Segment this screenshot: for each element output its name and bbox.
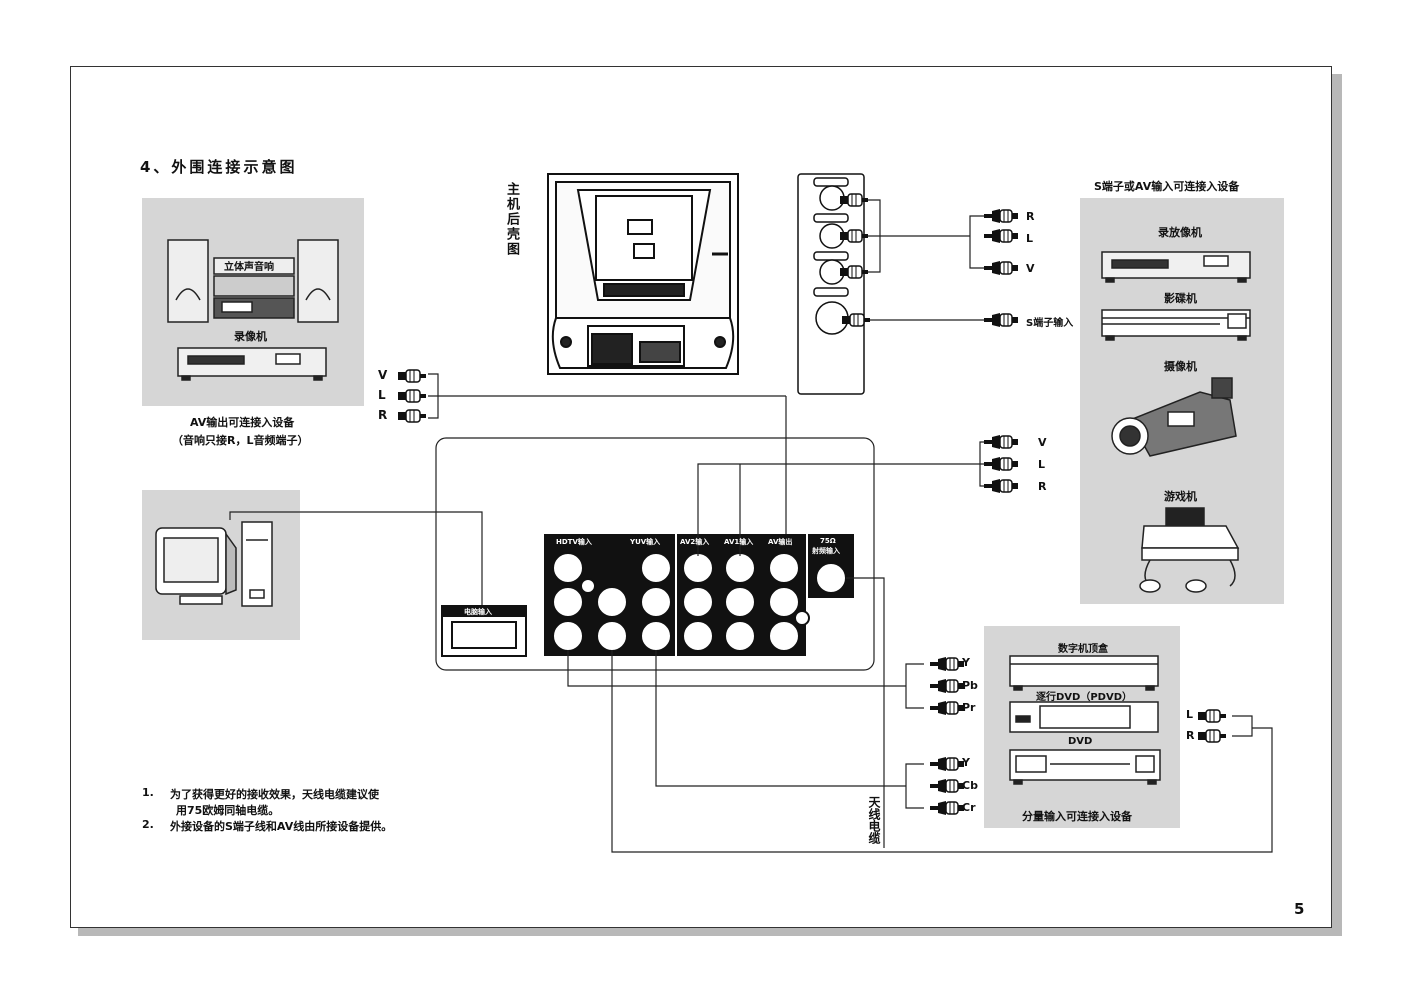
dvd-label: DVD [1068,736,1093,747]
yuv-cr: Cr [962,801,976,814]
side-plug-l: L [1026,232,1034,245]
board-label-rf-2: 射频输入 [812,547,840,555]
hdtv-pr: Pr [962,701,976,714]
av-output-caption-2: （音响只接R，L音频端子） [172,434,309,447]
side-av-panel [797,173,865,395]
camcorder-label: 摄像机 [1164,360,1197,373]
av-output-caption-1: AV输出可连接入设备 [190,416,295,429]
pc-input-box [441,605,527,657]
camcorder-icon [1111,377,1237,457]
av-input-plugs [983,434,1019,494]
hdtv-y: Y [962,656,970,669]
pc-cable [229,511,483,620]
dvd-player-icon [1009,749,1161,785]
board-label-pc: 电脑输入 [464,608,492,616]
board-label-hdtv: HDTV输入 [556,538,592,546]
av-output-plugs [397,369,427,423]
av-in-r: R [1038,480,1047,493]
progressive-dvd-icon [1009,701,1159,733]
av-input-cables [697,441,984,556]
note-2-num: 2. [142,818,154,831]
hdtv-pb: Pb [962,679,978,692]
game-console-label: 游戏机 [1164,490,1197,503]
note-1-line-2: 用75欧姆同轴电缆。 [176,804,280,817]
note-2-line-1: 外接设备的S端子线和AV线由所接设备提供。 [170,820,393,833]
side-plug-r: R [1026,210,1035,223]
board-label-yuv: YUV输入 [630,538,661,546]
s-av-devices-title: S端子或AV输入可连接入设备 [1094,180,1240,193]
av-out-l: L [378,388,386,402]
av-out-r: R [378,408,388,422]
set-top-box-label: 数字机顶盒 [1058,644,1108,655]
progressive-dvd-label: 逐行DVD（PDVD） [1036,692,1133,703]
board-label-rf-1: 75Ω [820,537,836,545]
av-out-v: V [378,368,388,382]
stereo-system-icon [167,239,339,323]
board-label-av-out: AV输出 [768,538,793,546]
section-title: 4、外围连接示意图 [140,158,298,176]
av-in-l: L [1038,458,1046,471]
component-devices-caption: 分量输入可连接入设备 [1022,810,1132,823]
yuv-y: Y [962,756,970,769]
side-plug-v: V [1026,262,1035,275]
side-plug-s: S端子输入 [1026,318,1074,329]
component-cables [567,577,1273,853]
vcr-player-label: 录放像机 [1158,226,1202,239]
game-console-icon [1139,507,1240,593]
vcd-player-label: 影碟机 [1164,292,1197,305]
side-panel-device-plugs [983,208,1019,328]
board-label-av1: AV1输入 [724,538,754,546]
jack-board [544,534,854,656]
yuv-cb: Cb [962,779,978,792]
vcr-icon [177,347,327,381]
tv-rear-label: 主机后壳图 [504,182,519,257]
stereo-label: 立体声音响 [224,262,274,273]
page-number: 5 [1294,900,1305,918]
computer-icon [155,521,273,607]
terminal-board-outline [435,437,875,671]
av-in-v: V [1038,436,1047,449]
note-1-line-1: 为了获得更好的接收效果，天线电缆建议使 [170,788,379,801]
audio-r: R [1186,729,1195,742]
vcr-player-icon [1101,251,1251,283]
vcd-player-icon [1101,309,1251,341]
antenna-cable-label: 天线电缆 [867,796,881,844]
set-top-box-icon [1009,655,1159,691]
note-1-num: 1. [142,786,154,799]
vcr-label: 录像机 [234,330,267,343]
audio-l: L [1186,708,1194,721]
tv-rear-illustration [547,173,739,375]
side-panel-cables [868,199,986,321]
board-label-av2: AV2输入 [680,538,710,546]
